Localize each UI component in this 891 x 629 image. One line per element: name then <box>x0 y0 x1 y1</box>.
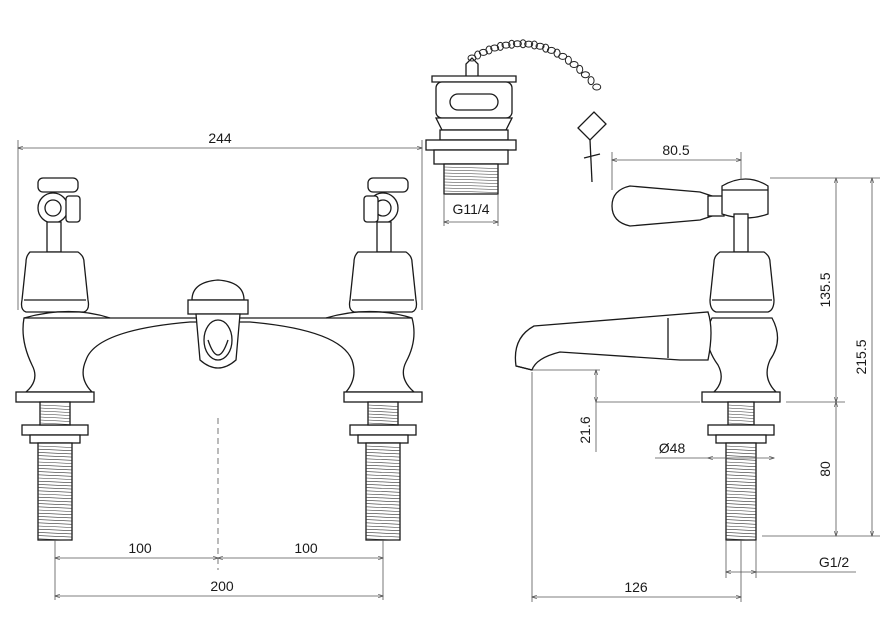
side-tail-thread-hatching <box>725 404 757 541</box>
dimension-waste-thread: G11/4 <box>452 201 489 217</box>
dimension-left-spacing: 100 <box>128 540 152 556</box>
dimension-lines <box>18 140 880 602</box>
dimension-total-height: 215.5 <box>853 339 869 374</box>
right-crosshead-icon <box>363 177 409 253</box>
dimension-spout-clearance: 21.6 <box>577 416 593 443</box>
dimension-handle-height: 135.5 <box>817 272 833 307</box>
dimension-tail-thread: G1/2 <box>819 554 850 570</box>
dimension-spout-projection: 126 <box>624 579 648 595</box>
dimension-centres: 200 <box>210 578 234 594</box>
dimension-handle-reach: 80.5 <box>662 142 689 158</box>
chain-icon <box>467 39 602 91</box>
dimension-right-spacing: 100 <box>294 540 318 556</box>
bridge-mixer-front-view <box>15 177 423 570</box>
left-crosshead-icon <box>37 177 81 253</box>
waste-thread-hatching <box>443 166 499 193</box>
dimension-base-diameter: Ø48 <box>659 440 686 456</box>
dimension-overall-width: 244 <box>208 130 232 146</box>
tail-thread-hatching <box>37 404 401 541</box>
click-waste-icon <box>425 39 607 195</box>
basin-tap-side-view <box>514 178 781 541</box>
dimension-tail-length: 80 <box>817 461 833 477</box>
